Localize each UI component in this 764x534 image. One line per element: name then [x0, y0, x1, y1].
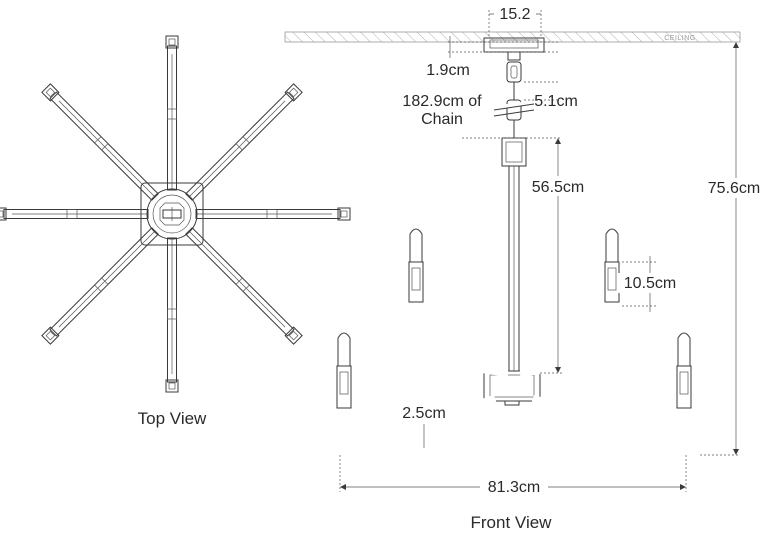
top-view-arms [0, 35, 351, 393]
canopy-loop [507, 51, 521, 61]
canopy-inner [489, 39, 539, 49]
candle-lower-right [676, 332, 692, 409]
top-view-inner-ring [152, 194, 192, 234]
arms [339, 301, 689, 457]
front-view: CEILING [284, 31, 741, 457]
top-view-arm [41, 83, 159, 201]
arm-diameter-label: 2.5cm [402, 405, 446, 422]
candle-upper-left [408, 228, 424, 303]
candle-height-label: 10.5cm [624, 275, 676, 292]
canopy-gap-label: 1.9cm [426, 62, 470, 79]
top-view-arm [41, 227, 159, 345]
front-view-label: Front View [471, 513, 553, 532]
top-view-arm [165, 35, 179, 191]
top-view-center-plate [140, 182, 204, 246]
stem-cap-inner [505, 141, 523, 163]
body-inner [489, 374, 535, 398]
dimension-lines [339, 10, 740, 492]
top-view-arm [165, 237, 179, 393]
link-height-label: 5.1cm [534, 93, 578, 110]
top-view-arm [185, 83, 303, 201]
canopy-width-label: 15.2 [499, 6, 530, 23]
overall-height-label: 75.6cm [708, 180, 760, 197]
top-view-arm [0, 207, 149, 221]
top-view-arm [185, 227, 303, 345]
body-finial [504, 400, 520, 406]
candle-lower-left [336, 332, 352, 409]
chain-length-label-line2: Chain [421, 111, 463, 128]
top-view-canopy-ring [146, 188, 198, 240]
chain [493, 61, 535, 138]
top-view-octagon [159, 202, 185, 226]
top-view-arm [195, 207, 351, 221]
top-view [0, 35, 351, 393]
candle-upper-right [604, 228, 620, 303]
chain-length-label-line1: 182.9cm of [402, 93, 482, 110]
stem-length-label: 56.5cm [532, 179, 584, 196]
overall-width-label: 81.3cm [488, 479, 540, 496]
ceiling-label: CEILING [664, 35, 696, 42]
top-view-label: Top View [138, 409, 207, 428]
